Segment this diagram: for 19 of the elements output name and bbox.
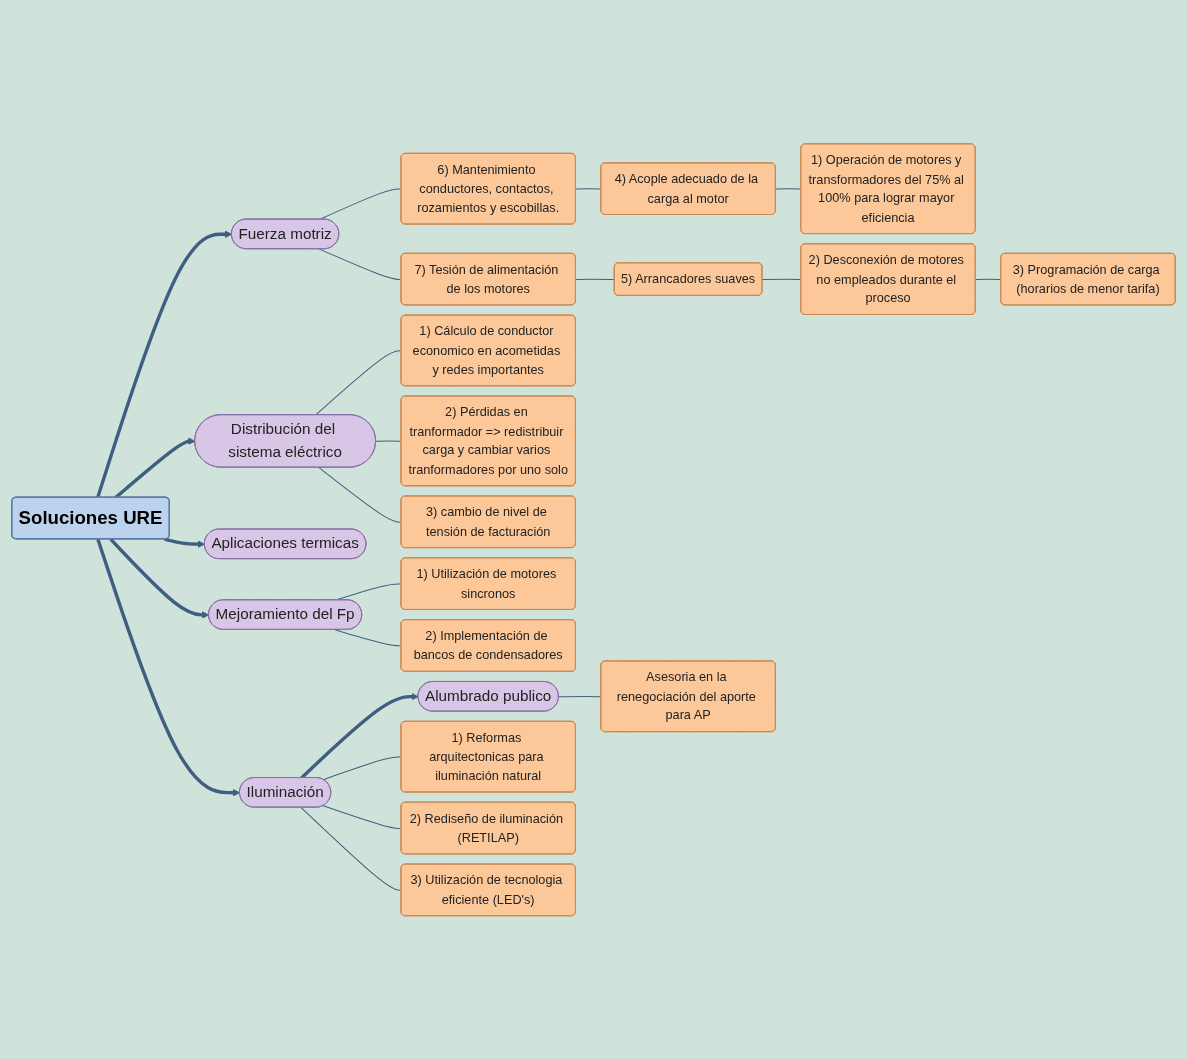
arrow xyxy=(96,538,241,797)
connector xyxy=(558,695,602,697)
connector xyxy=(575,188,602,190)
connector xyxy=(318,248,402,280)
connector xyxy=(314,350,402,416)
connector xyxy=(575,278,616,280)
connector xyxy=(322,756,402,780)
connector xyxy=(975,278,1002,280)
arrow xyxy=(300,692,419,779)
arrow xyxy=(109,537,210,619)
connector xyxy=(318,466,402,523)
connector xyxy=(334,629,402,647)
arrow xyxy=(96,230,233,498)
arrow xyxy=(164,537,206,548)
connector xyxy=(300,806,402,891)
connector xyxy=(375,440,402,442)
connector xyxy=(775,188,802,190)
connector xyxy=(761,278,802,280)
connector xyxy=(322,805,402,829)
